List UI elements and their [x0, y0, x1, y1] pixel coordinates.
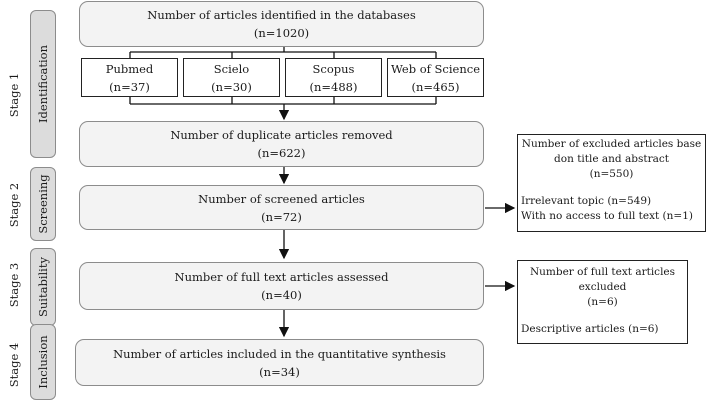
- screened-label: Number of screened articles: [198, 191, 365, 206]
- stage-label: Stage 3: [7, 262, 21, 308]
- excluded-reason-descriptive: Descriptive articles (n=6): [521, 323, 659, 335]
- assessed-box: Number of full text articles assessed (n…: [79, 262, 484, 310]
- phase-tab-inclusion: Inclusion: [30, 324, 56, 400]
- duplicates-box: Number of duplicate articles removed (n=…: [79, 121, 484, 167]
- excluded-full-text-box: Number of full text articles excluded (n…: [517, 260, 688, 344]
- included-label: Number of articles included in the quant…: [113, 346, 446, 361]
- duplicates-label: Number of duplicate articles removed: [170, 128, 393, 142]
- database-count: (n=30): [211, 79, 252, 94]
- database-name: Scopus: [312, 61, 355, 76]
- database-name: Pubmed: [105, 61, 154, 76]
- screened-box: Number of screened articles (n=72): [79, 185, 484, 230]
- database-name: Web of Science: [391, 61, 480, 76]
- phase-tab-suitability: Suitability: [30, 248, 56, 326]
- database-count: (n=465): [411, 79, 460, 94]
- excluded-full-count: (n=6): [587, 296, 618, 308]
- stage-label: Stage 4: [7, 342, 21, 388]
- identified-label: Number of articles identified in the dat…: [147, 8, 416, 22]
- excluded-title-count: (n=550): [589, 168, 634, 180]
- identified-count: (n=1020): [253, 26, 310, 40]
- assessed-label: Number of full text articles assessed: [174, 270, 389, 284]
- database-box-pubmed: Pubmed (n=37): [81, 58, 178, 97]
- included-box: Number of articles included in the quant…: [75, 339, 484, 386]
- assessed-count: (n=40): [261, 288, 302, 302]
- duplicates-count: (n=622): [257, 146, 306, 160]
- phase-tab-identification: Identification: [30, 10, 56, 158]
- identified-box: Number of articles identified in the dat…: [79, 1, 484, 47]
- excluded-title-abstract-box: Number of excluded articles base don tit…: [517, 134, 706, 232]
- excluded-title-line1: Number of excluded articles base: [521, 138, 702, 150]
- excluded-full-line2: excluded: [578, 281, 627, 293]
- phase-tab-screening: Screening: [30, 167, 56, 241]
- excluded-reason-no-access: With no access to full text (n=1): [521, 210, 693, 222]
- stage-label: Stage 1: [7, 72, 21, 118]
- excluded-reason-irrelevant: Irrelevant topic (n=549): [521, 195, 652, 207]
- stage-label: Stage 2: [7, 182, 21, 228]
- screened-count: (n=72): [261, 209, 302, 224]
- excluded-full-line1: Number of full text articles: [529, 266, 676, 278]
- database-box-scielo: Scielo (n=30): [183, 58, 280, 97]
- database-box-web-of-science: Web of Science (n=465): [387, 58, 484, 97]
- included-count: (n=34): [259, 364, 300, 379]
- database-box-scopus: Scopus (n=488): [285, 58, 382, 97]
- excluded-title-line2: don title and abstract: [554, 153, 669, 165]
- database-count: (n=488): [309, 79, 358, 94]
- database-name: Scielo: [213, 61, 250, 76]
- database-count: (n=37): [109, 79, 150, 94]
